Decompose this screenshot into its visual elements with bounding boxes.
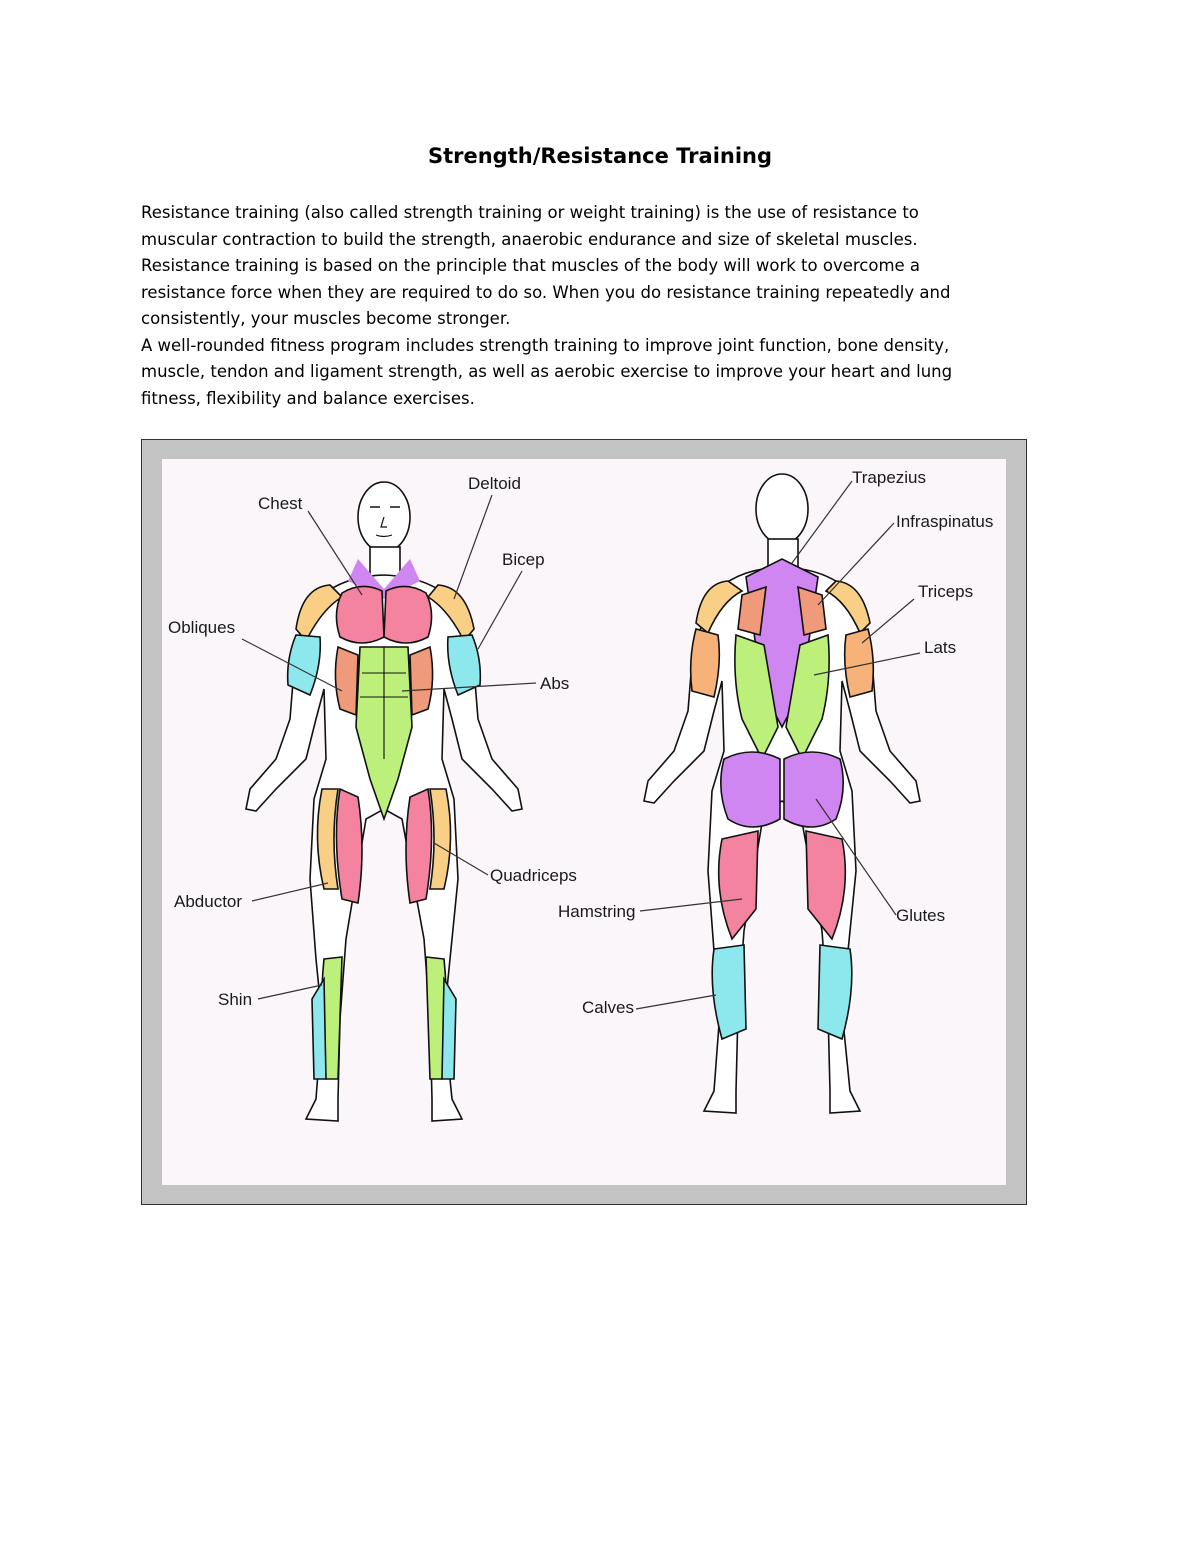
label-calves: Calves: [582, 998, 634, 1017]
paragraph-2-line-1: A well-rounded fitness program includes …: [141, 335, 950, 355]
front-figure: [245, 481, 523, 1122]
label-quadriceps: Quadriceps: [490, 866, 577, 885]
label-triceps: Triceps: [918, 582, 973, 601]
paragraph-2-line-2: muscle, tendon and ligament strength, as…: [141, 362, 953, 381]
paragraph-1-line-4: resistance force when they are required …: [141, 282, 951, 302]
label-infraspinatus: Infraspinatus: [896, 512, 993, 531]
label-deltoid: Deltoid: [468, 474, 521, 493]
muscle-diagram: Chest Deltoid Bicep Obliques Abs Quadric…: [162, 459, 1006, 1185]
label-hamstring: Hamstring: [558, 902, 635, 921]
label-trapezius: Trapezius: [852, 468, 926, 487]
label-abs: Abs: [540, 674, 569, 693]
paragraph-1-line-1: Resistance training (also called strengt…: [141, 203, 919, 222]
paragraph-1-line-5: consistently, your muscles become strong…: [141, 309, 511, 328]
front-labels: Chest Deltoid Bicep Obliques Abs Quadric…: [168, 474, 577, 1009]
label-glutes: Glutes: [896, 906, 945, 925]
paragraph-2-line-3: fitness, flexibility and balance exercis…: [141, 388, 475, 408]
label-lats: Lats: [924, 638, 956, 657]
label-abductor: Abductor: [174, 892, 242, 911]
label-obliques: Obliques: [168, 618, 235, 637]
back-labels: Trapezius Infraspinatus Triceps Lats Glu…: [558, 468, 993, 1017]
label-shin: Shin: [218, 990, 252, 1009]
muscle-diagram-frame: Chest Deltoid Bicep Obliques Abs Quadric…: [141, 439, 1027, 1205]
paragraph-1-line-3: Resistance training is based on the prin…: [141, 256, 921, 275]
label-bicep: Bicep: [502, 550, 545, 569]
body-text: Resistance training (also called strengt…: [141, 200, 1041, 412]
label-chest: Chest: [258, 494, 303, 513]
back-figure: [643, 473, 921, 1114]
page-title: Strength/Resistance Training: [427, 144, 773, 168]
paragraph-1-line-2: muscular contraction to build the streng…: [141, 229, 918, 249]
face-icon: [370, 506, 400, 538]
